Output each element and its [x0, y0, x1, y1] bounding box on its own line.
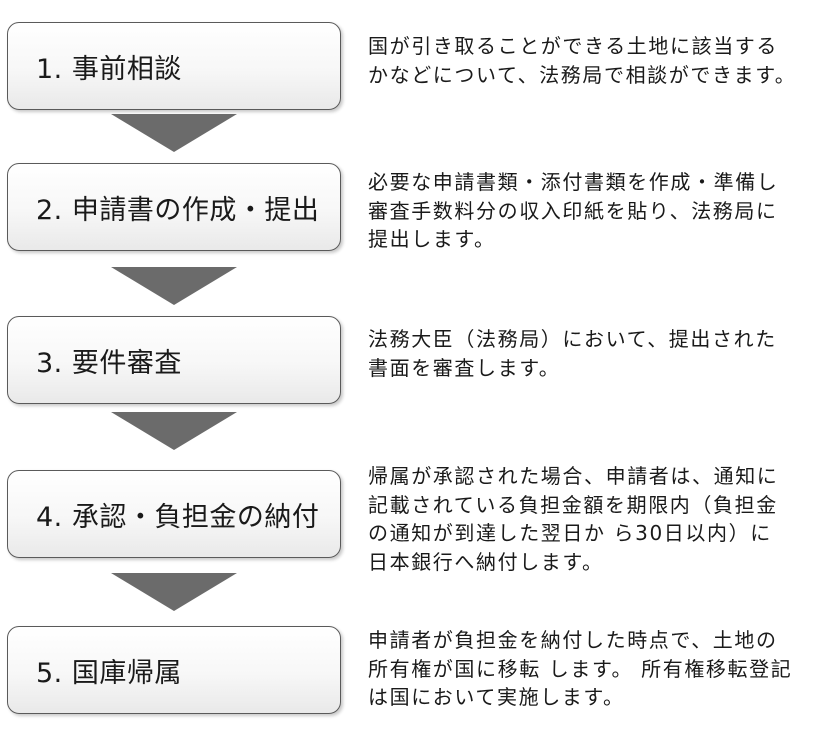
- step-4-description: 帰属が承認された場合、申請者は、通知に 記載されている負担金額を期限内（負担金 …: [368, 464, 779, 574]
- step-5-box: 5. 国庫帰属: [7, 626, 341, 714]
- step-1-description: 国が引き取ることができる土地に該当する かなどについて、法務局で相談ができます。: [368, 34, 797, 87]
- step-2-label: 2. 申請書の作成・提出: [36, 194, 320, 226]
- step-4-label: 4. 承認・負担金の納付: [36, 501, 320, 533]
- step-5-description: 申請者が負担金を納付した時点で、土地の 所有権が国に移転 します。 所有権移転登…: [368, 628, 793, 709]
- down-arrow-icon: [111, 114, 237, 152]
- step-1-box: 1. 事前相談: [7, 22, 341, 110]
- step-3-label: 3. 要件審査: [36, 347, 182, 379]
- step-2-description: 必要な申請書類・添付書類を作成・準備し 審査手数料分の収入印紙を貼り、法務局に …: [368, 170, 779, 251]
- down-arrow-icon: [111, 267, 237, 305]
- step-3-description: 法務大臣（法務局）において、提出された 書面を審査します。: [368, 327, 777, 380]
- down-arrow-icon: [111, 412, 237, 450]
- step-5-label: 5. 国庫帰属: [36, 657, 182, 689]
- step-1-label: 1. 事前相談: [36, 53, 182, 85]
- step-3-box: 3. 要件審査: [7, 316, 341, 404]
- down-arrow-icon: [111, 573, 237, 611]
- step-4-box: 4. 承認・負担金の納付: [7, 470, 341, 558]
- step-2-box: 2. 申請書の作成・提出: [7, 163, 341, 251]
